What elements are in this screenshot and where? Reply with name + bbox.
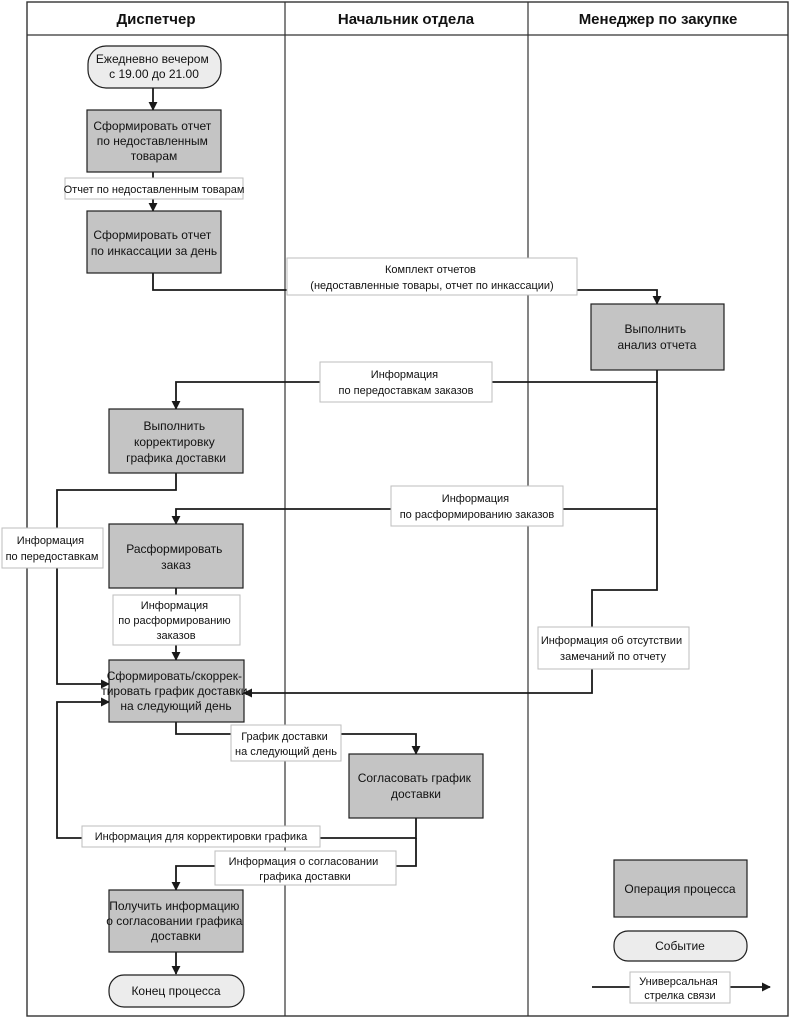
label-disband-top: Информация по расформированию заказов <box>400 493 555 521</box>
label-redelivery-left-box <box>1 527 104 569</box>
process-approve-schedule <box>348 753 484 819</box>
process-report-collection <box>86 210 222 274</box>
process-disband-order-text: Расформировать заказ <box>126 542 226 572</box>
process-form-schedule <box>108 659 245 723</box>
legend-arrow-text: Универсальная стрелка связи <box>639 976 721 1002</box>
lane-title-purchase-manager: Менеджер по закупке <box>579 11 738 28</box>
label-no-remarks: Информация об отсутствии замечаний по от… <box>541 635 685 663</box>
lane-title-department-head: Начальник отдела <box>338 11 475 28</box>
process-report-collection-text: Сформировать отчет по инкассации за день <box>91 228 217 258</box>
label-correction-info-box <box>81 825 321 848</box>
event-start-box <box>87 45 222 89</box>
legend-arrow-label-box <box>629 971 731 1004</box>
process-correct-schedule <box>108 408 244 474</box>
lane-title-dispatcher: Диспетчер <box>116 11 195 28</box>
legend: Операция процесса Событие Универсальная … <box>592 859 771 1004</box>
label-report-set-box <box>286 257 578 296</box>
label-redelivery-top: Информация по передоставкам заказов <box>339 369 474 397</box>
event-end-box <box>108 974 245 1008</box>
process-analyze-report-text: Выполнить анализ отчета <box>618 322 697 352</box>
process-approve-schedule-text: Согласовать график доставки <box>358 771 475 801</box>
label-disband-mid: Информация по расформированию заказов <box>118 600 233 642</box>
arrow-approve-correction-back <box>56 697 417 839</box>
event-end-text: Конец процесса <box>131 984 220 998</box>
legend-event-box <box>613 930 748 962</box>
legend-process-text: Операция процесса <box>624 882 736 896</box>
label-redelivery-left: Информация по передоставкам <box>6 535 99 563</box>
legend-process-box <box>613 859 748 918</box>
process-correct-schedule-text: Выполнить корректировку графика доставки <box>126 419 226 465</box>
event-start-text: Ежедневно вечером с 19.00 до 21.00 <box>96 52 212 81</box>
process-report-undelivered <box>86 109 222 173</box>
process-get-approval-text: Получить информацию о согласовании графи… <box>106 899 246 943</box>
label-schedule-next-day-box <box>230 724 342 762</box>
legend-event-text: Событие <box>655 939 705 953</box>
arrow-correction-to-form-schedule <box>56 473 177 689</box>
process-report-undelivered-text: Сформировать отчет по недоставленным тов… <box>93 119 214 163</box>
label-no-remarks-box <box>537 626 690 670</box>
label-undelivered-report: Отчет по недоставленным товарам <box>64 184 245 196</box>
label-undelivered-report-box <box>64 177 244 200</box>
process-form-schedule-text: Сформировать/скоррек- тировать график до… <box>101 669 251 713</box>
label-disband-mid-box <box>112 594 241 646</box>
process-disband-order <box>108 523 244 589</box>
label-redelivery-top-box <box>319 361 493 403</box>
process-analyze-report <box>590 303 725 371</box>
label-correction-info: Информация для корректировки графика <box>95 831 308 843</box>
arrow-analysis-to-form-schedule <box>243 509 658 698</box>
label-disband-top-box <box>390 485 564 527</box>
process-get-approval <box>108 889 244 953</box>
label-schedule-next-day: График доставки на следующий день <box>235 731 337 758</box>
label-approval-info: Информация о согласовании графика достав… <box>229 856 382 883</box>
label-report-set: Комплект отчетов (недоставленные товары,… <box>310 264 553 292</box>
label-approval-info-box <box>214 850 397 886</box>
